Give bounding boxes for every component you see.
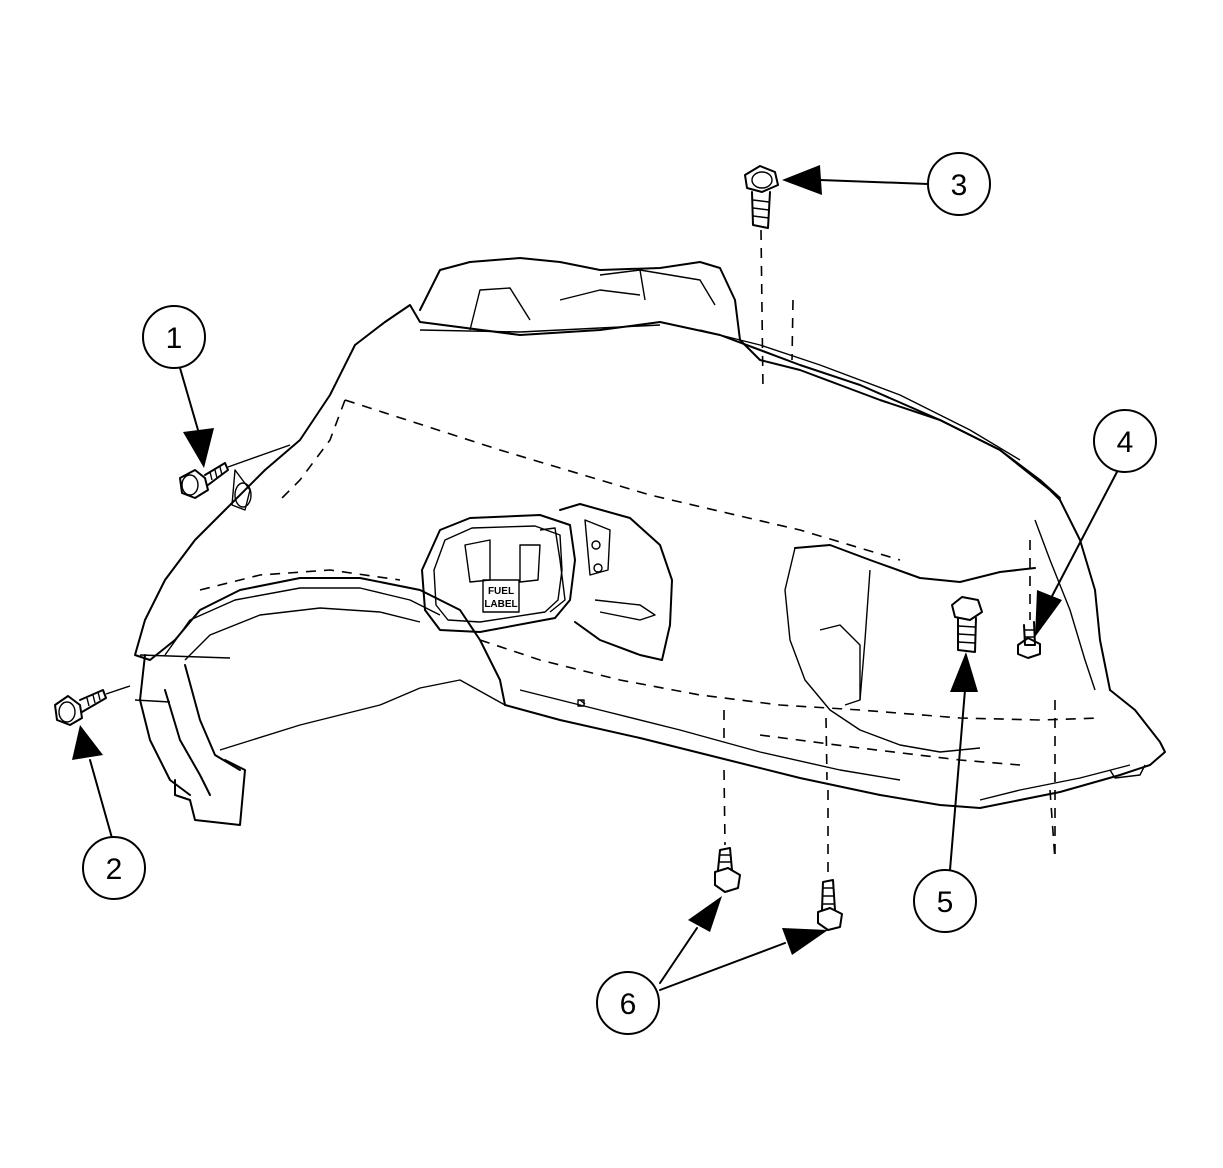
callout-2: 2 bbox=[82, 836, 146, 900]
callout-3: 3 bbox=[927, 152, 991, 216]
callout-4: 4 bbox=[1093, 409, 1157, 473]
alignment-line-3b bbox=[791, 299, 794, 361]
callout-6-label: 6 bbox=[620, 988, 637, 1021]
callout-2-label: 2 bbox=[106, 853, 123, 886]
fastener-2-bolt bbox=[54, 685, 131, 726]
fuel-label-line-1: FUEL bbox=[488, 586, 514, 597]
fuel-label-plate bbox=[482, 579, 520, 613]
wheelhouse-liner bbox=[134, 304, 1166, 826]
callout-6: 6 bbox=[596, 971, 660, 1035]
fuel-door: FUEL LABEL bbox=[421, 503, 673, 661]
fastener-5-bolt bbox=[951, 596, 983, 653]
fastener-3-bolt bbox=[744, 165, 779, 391]
alignment-line-right-lower bbox=[1049, 789, 1056, 861]
callout-1: 1 bbox=[142, 305, 206, 369]
callout-leaders bbox=[72, 165, 1119, 991]
fastener-1-bolt bbox=[179, 444, 291, 499]
fastener-6-bolt-a bbox=[714, 710, 741, 893]
callout-3-label: 3 bbox=[951, 169, 968, 202]
fastener-4-bolt bbox=[1017, 540, 1041, 659]
callout-4-label: 4 bbox=[1117, 426, 1134, 459]
callout-5: 5 bbox=[913, 869, 977, 933]
fuel-label-line-2: LABEL bbox=[484, 599, 517, 610]
fastener-6-bolt-b bbox=[817, 717, 843, 931]
callout-1-label: 1 bbox=[166, 322, 183, 355]
upper-body-structure bbox=[419, 257, 1061, 499]
callout-5-label: 5 bbox=[937, 886, 954, 919]
